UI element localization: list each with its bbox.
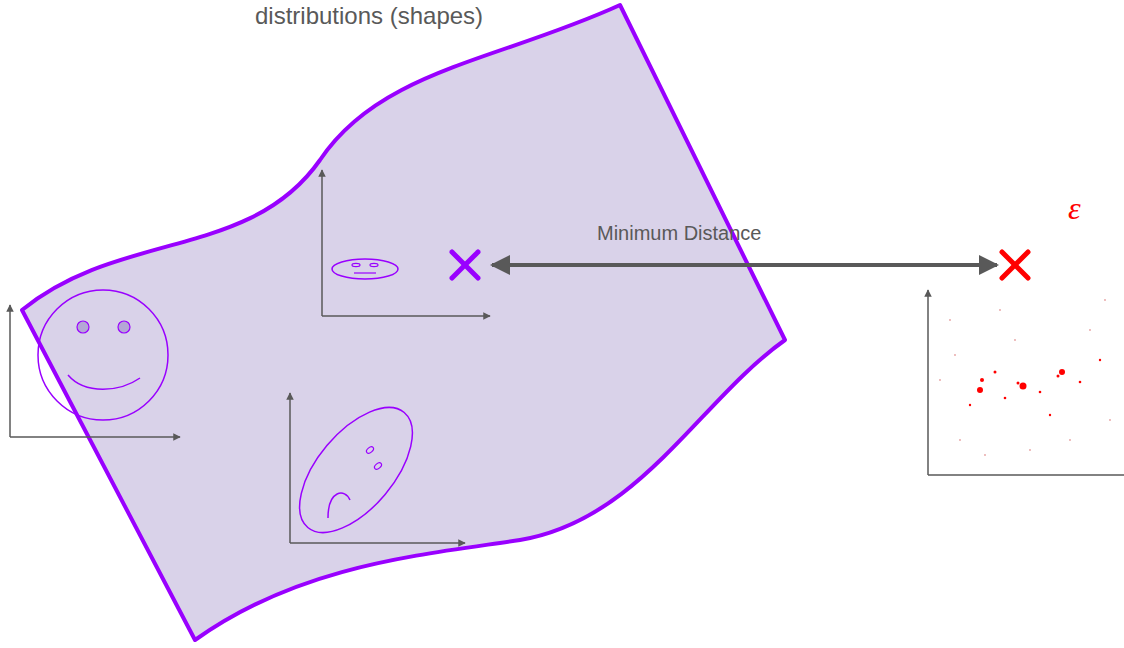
smiley-plot	[10, 290, 180, 437]
top-caption-text: distributions (shapes)	[255, 2, 483, 30]
scatter-plot	[928, 290, 1124, 475]
distance-label: Minimum Distance	[597, 222, 761, 245]
sad-face-plot	[279, 388, 465, 552]
projection-cross	[452, 252, 478, 278]
shape-manifold	[22, 5, 785, 640]
target-cross	[1002, 252, 1028, 278]
epsilon-label: ε	[1068, 190, 1081, 227]
distance-arrow	[492, 263, 997, 267]
flat-face-plot	[322, 170, 490, 316]
